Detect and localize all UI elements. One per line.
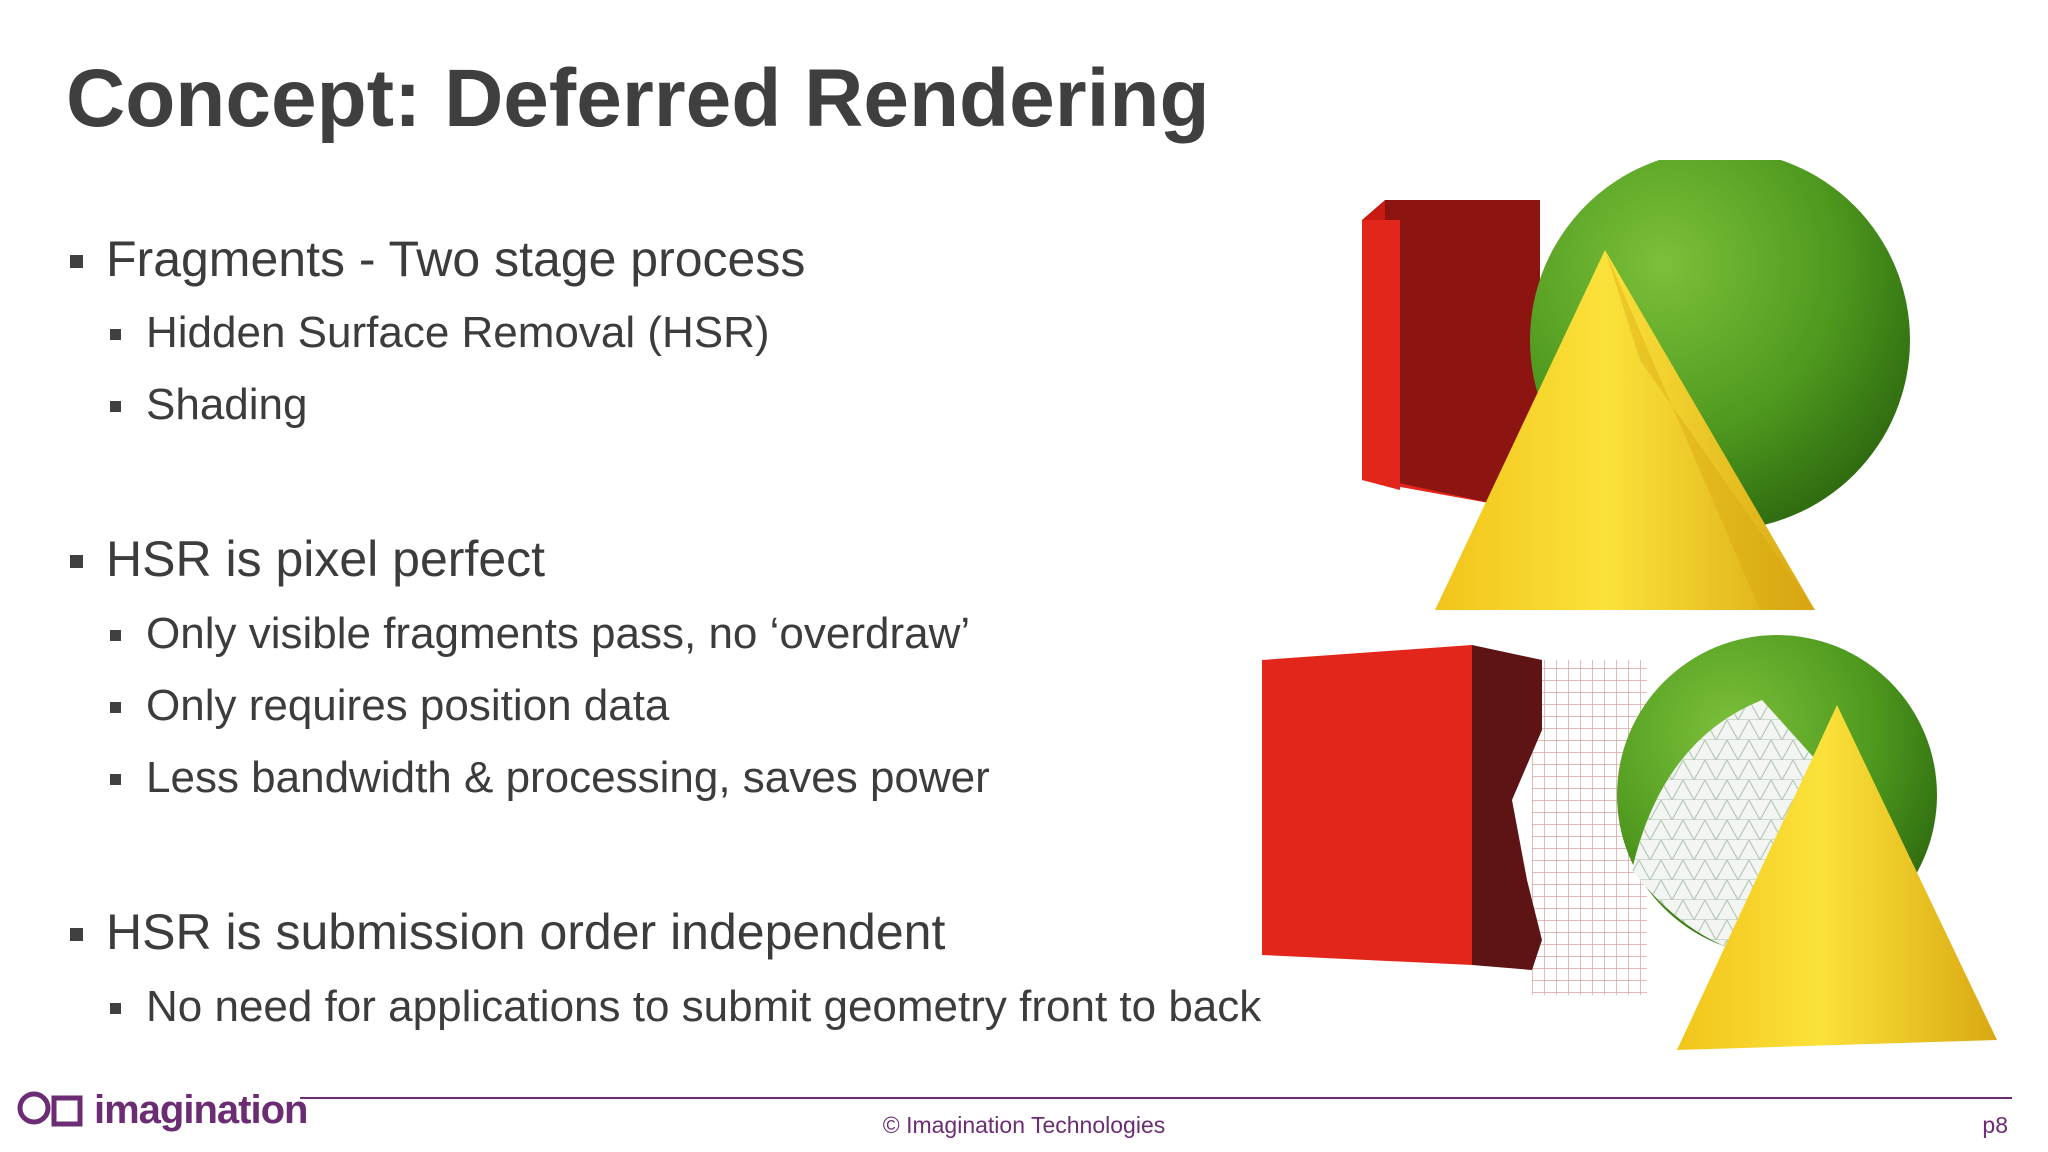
bullet-item: Less bandwidth & processing, saves power xyxy=(146,753,990,802)
bullet-item: Shading xyxy=(146,380,308,429)
bullet-heading: HSR is pixel perfect xyxy=(106,531,546,587)
page-number: p8 xyxy=(1982,1112,2008,1138)
imagination-logo-icon xyxy=(17,1091,83,1127)
hidden-surfaces-figure xyxy=(1232,620,2032,1080)
bullet-list: Fragments - Two stage process Hidden Sur… xyxy=(70,231,1262,1031)
bullet-item: Hidden Surface Removal (HSR) xyxy=(146,308,770,357)
logo-wordmark: imagination xyxy=(94,1088,308,1132)
bullet-square-icon xyxy=(110,1003,121,1014)
rendered-shapes-figure xyxy=(1340,150,1940,610)
bullet-square-icon xyxy=(70,555,83,568)
bullet-square-icon xyxy=(70,255,83,268)
red-cube-green-sphere-yellow-cone-rendered-icon xyxy=(1362,150,1910,610)
bullet-item: Only requires position data xyxy=(146,681,670,730)
bullet-item: No need for applications to submit geome… xyxy=(146,982,1262,1031)
bullet-heading: HSR is submission order independent xyxy=(106,904,946,960)
bullet-square-icon xyxy=(110,329,121,340)
bullet-square-icon xyxy=(70,928,83,941)
bullet-square-icon xyxy=(110,702,121,713)
slide-title: Concept: Deferred Rendering xyxy=(66,53,1210,144)
bullet-square-icon xyxy=(110,401,121,412)
hidden-surfaces-wireframe-icon xyxy=(1262,635,1997,1050)
copyright-text: © Imagination Technologies xyxy=(882,1112,1166,1138)
bullet-square-icon xyxy=(110,774,121,785)
bullet-item: Only visible fragments pass, no ‘overdra… xyxy=(146,609,971,658)
footer-divider xyxy=(300,1097,2012,1099)
imagination-logo: imagination xyxy=(14,1086,308,1142)
bullet-heading: Fragments - Two stage process xyxy=(106,231,806,287)
bullet-square-icon xyxy=(110,630,121,641)
